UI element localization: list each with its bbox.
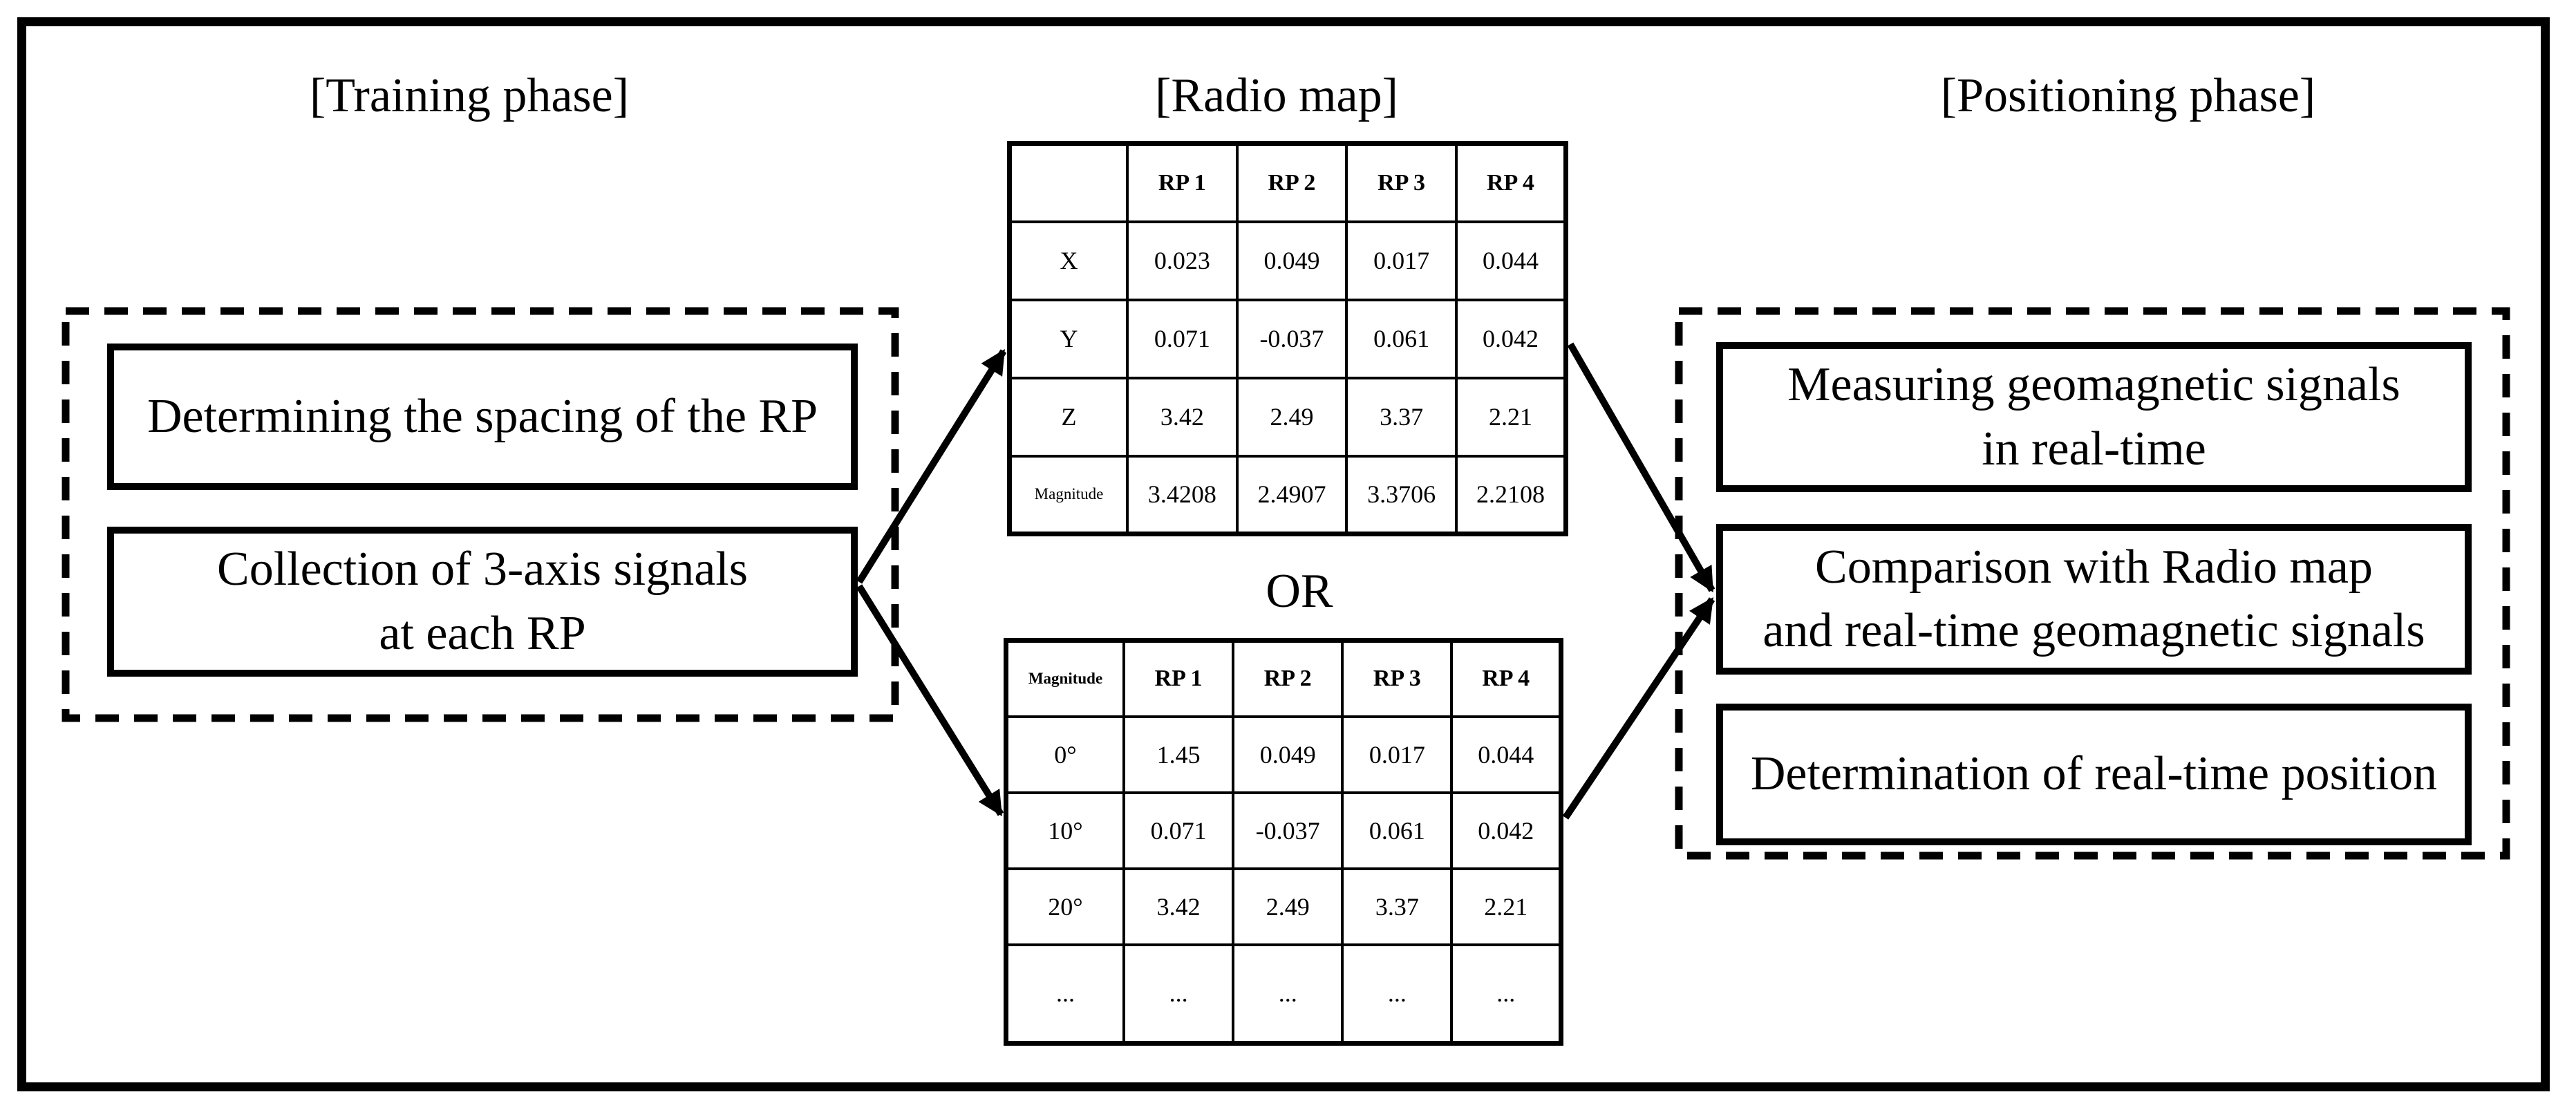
corner-header-cell: Magnitude <box>1004 639 1125 718</box>
value-cell: 3.37 <box>1341 867 1454 946</box>
row-label-cell: 10° <box>1004 791 1125 870</box>
row-label-cell: Z <box>1008 376 1129 458</box>
value-cell: 0.071 <box>1126 298 1239 379</box>
comparison-box: Comparison with Radio map and real-time … <box>1716 524 2472 675</box>
value-cell: ... <box>1450 943 1563 1045</box>
value-cell: 3.4208 <box>1126 454 1239 536</box>
measuring-signals-label: Measuring geomagnetic signals in real-ti… <box>1787 358 2400 476</box>
value-cell: 1.45 <box>1122 715 1235 794</box>
value-cell: 2.21 <box>1450 867 1563 946</box>
value-cell: 2.49 <box>1235 376 1348 458</box>
value-cell: ... <box>1122 943 1235 1045</box>
col-header-cell: RP 4 <box>1450 639 1563 718</box>
value-cell: 0.017 <box>1341 715 1454 794</box>
col-header-cell: RP 2 <box>1232 639 1344 718</box>
value-cell: 3.3706 <box>1345 454 1458 536</box>
row-label-cell: 20° <box>1004 867 1125 946</box>
value-cell: ... <box>1232 943 1344 1045</box>
value-cell: 2.49 <box>1232 867 1344 946</box>
or-label: OR <box>1266 565 1333 618</box>
determining-spacing-label: Determining the spacing of the RP <box>147 389 818 443</box>
value-cell: -0.037 <box>1232 791 1344 870</box>
col-header-cell: RP 3 <box>1341 639 1454 718</box>
value-cell: 2.2108 <box>1454 454 1568 536</box>
value-cell: 2.4907 <box>1235 454 1348 536</box>
value-cell: 0.061 <box>1341 791 1454 870</box>
col-header-cell: RP 3 <box>1345 142 1458 223</box>
value-cell: 0.042 <box>1450 791 1563 870</box>
table-row: ............... <box>1004 943 1563 1045</box>
value-cell: 0.071 <box>1122 791 1235 870</box>
value-cell: 0.044 <box>1450 715 1563 794</box>
value-cell: 0.023 <box>1126 220 1239 301</box>
col-header-cell: RP 1 <box>1122 639 1235 718</box>
col-header-cell: RP 4 <box>1454 142 1568 223</box>
col-header-cell: RP 2 <box>1235 142 1348 223</box>
col-header-cell: RP 1 <box>1126 142 1239 223</box>
row-label-cell: X <box>1008 220 1129 301</box>
value-cell: 0.061 <box>1345 298 1458 379</box>
determination-position-label: Determination of real-time position <box>1750 747 2438 801</box>
determination-position-box: Determination of real-time position <box>1716 704 2472 845</box>
row-label-cell: Magnitude <box>1008 454 1129 536</box>
value-cell: 0.042 <box>1454 298 1568 379</box>
radio-map-title: [Radio map] <box>1155 69 1398 122</box>
comparison-label: Comparison with Radio map and real-time … <box>1762 540 2425 657</box>
corner-header-cell <box>1008 142 1129 223</box>
value-cell: 2.21 <box>1454 376 1568 458</box>
row-label-cell: 0° <box>1004 715 1125 794</box>
collection-signals-label: Collection of 3-axis signals at each RP <box>217 543 748 660</box>
value-cell: 0.049 <box>1235 220 1348 301</box>
value-cell: 0.049 <box>1232 715 1344 794</box>
row-label-cell: Y <box>1008 298 1129 379</box>
value-cell: -0.037 <box>1235 298 1348 379</box>
row-label-cell: ... <box>1004 943 1125 1045</box>
value-cell: 0.044 <box>1454 220 1568 301</box>
outer-frame <box>17 17 2550 1091</box>
value-cell: 3.42 <box>1126 376 1239 458</box>
measuring-signals-box: Measuring geomagnetic signals in real-ti… <box>1716 342 2472 492</box>
training-phase-title: [Training phase] <box>309 69 630 122</box>
determining-spacing-box: Determining the spacing of the RP <box>107 344 858 490</box>
positioning-phase-title: [Positioning phase] <box>1940 69 2316 122</box>
value-cell: 0.017 <box>1345 220 1458 301</box>
collection-signals-box: Collection of 3-axis signals at each RP <box>107 527 858 677</box>
value-cell: 3.37 <box>1345 376 1458 458</box>
value-cell: ... <box>1341 943 1454 1045</box>
value-cell: 3.42 <box>1122 867 1235 946</box>
